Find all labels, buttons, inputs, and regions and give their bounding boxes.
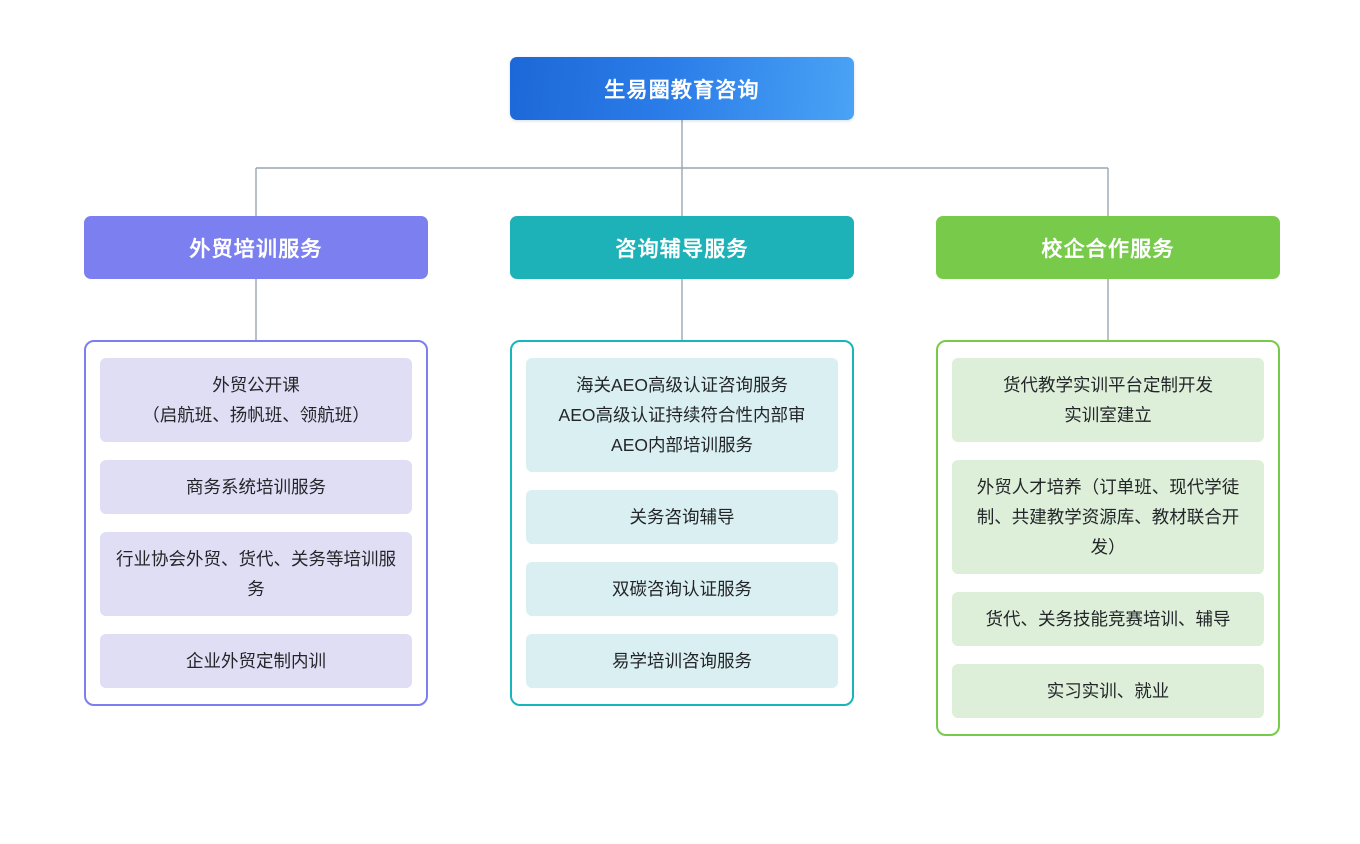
leaf-node[interactable]: 货代教学实训平台定制开发 实训室建立 bbox=[952, 358, 1264, 442]
branch-header-2[interactable]: 校企合作服务 bbox=[936, 216, 1280, 279]
branch-column-咨询辅导服务: 咨询辅导服务 海关AEO高级认证咨询服务 AEO高级认证持续符合性内部审 AEO… bbox=[510, 216, 854, 706]
leaf-node[interactable]: 海关AEO高级认证咨询服务 AEO高级认证持续符合性内部审 AEO内部培训服务 bbox=[526, 358, 838, 472]
leaf-node[interactable]: 双碳咨询认证服务 bbox=[526, 562, 838, 616]
branch-body-1: 海关AEO高级认证咨询服务 AEO高级认证持续符合性内部审 AEO内部培训服务 … bbox=[510, 340, 854, 706]
leaf-node[interactable]: 货代、关务技能竞赛培训、辅导 bbox=[952, 592, 1264, 646]
branch-header-label-1: 咨询辅导服务 bbox=[615, 237, 749, 261]
leaf-node[interactable]: 企业外贸定制内训 bbox=[100, 634, 412, 688]
branch-header-1[interactable]: 咨询辅导服务 bbox=[510, 216, 854, 279]
leaf-node[interactable]: 外贸公开课 （启航班、扬帆班、领航班） bbox=[100, 358, 412, 442]
leaf-node[interactable]: 易学培训咨询服务 bbox=[526, 634, 838, 688]
branch-header-label-0: 外贸培训服务 bbox=[189, 237, 323, 261]
branch-body-0: 外贸公开课 （启航班、扬帆班、领航班） 商务系统培训服务 行业协会外贸、货代、关… bbox=[84, 340, 428, 706]
leaf-node[interactable]: 商务系统培训服务 bbox=[100, 460, 412, 514]
leaf-node[interactable]: 实习实训、就业 bbox=[952, 664, 1264, 718]
root-node[interactable]: 生易圈教育咨询 bbox=[510, 57, 854, 120]
leaf-node[interactable]: 关务咨询辅导 bbox=[526, 490, 838, 544]
branch-body-2: 货代教学实训平台定制开发 实训室建立 外贸人才培养（订单班、现代学徒制、共建教学… bbox=[936, 340, 1280, 736]
branch-column-校企合作服务: 校企合作服务 货代教学实训平台定制开发 实训室建立 外贸人才培养（订单班、现代学… bbox=[936, 216, 1280, 736]
leaf-node[interactable]: 外贸人才培养（订单班、现代学徒制、共建教学资源库、教材联合开发） bbox=[952, 460, 1264, 574]
branch-header-label-2: 校企合作服务 bbox=[1041, 237, 1175, 261]
branch-header-0[interactable]: 外贸培训服务 bbox=[84, 216, 428, 279]
branch-column-外贸培训服务: 外贸培训服务 外贸公开课 （启航班、扬帆班、领航班） 商务系统培训服务 行业协会… bbox=[84, 216, 428, 706]
root-node-label: 生易圈教育咨询 bbox=[604, 78, 760, 102]
leaf-node[interactable]: 行业协会外贸、货代、关务等培训服务 bbox=[100, 532, 412, 616]
